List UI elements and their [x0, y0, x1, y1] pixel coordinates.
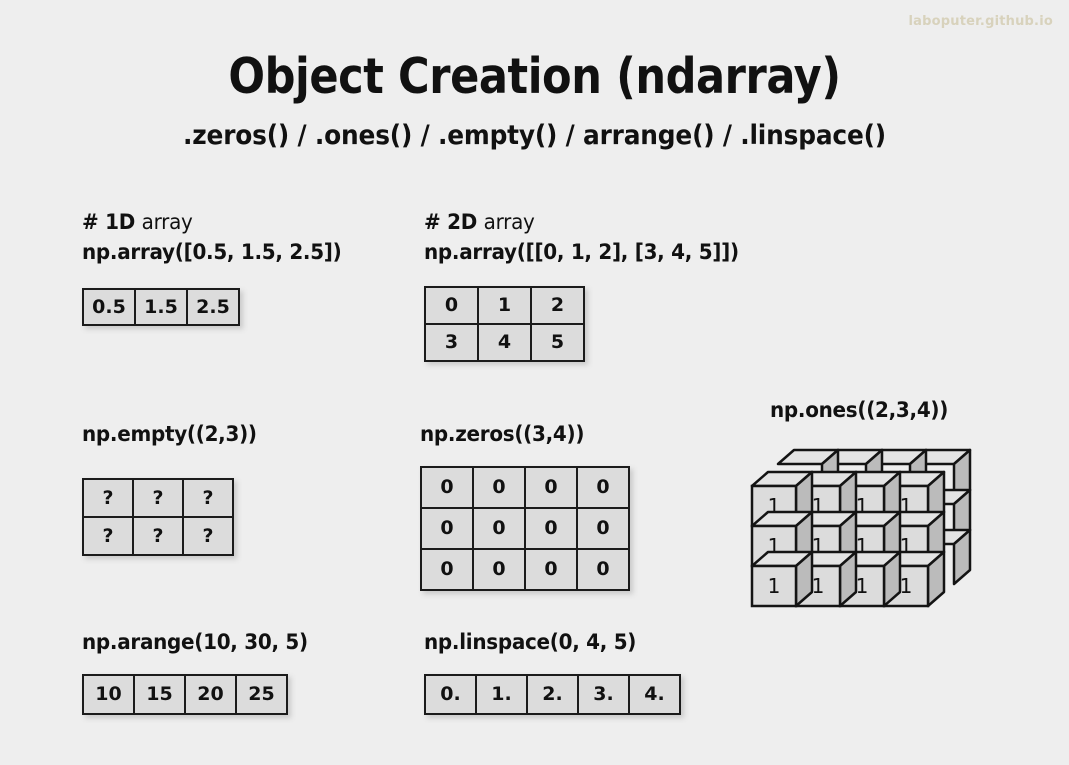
linspace-code: np.linspace(0, 4, 5): [424, 630, 637, 654]
section-ones: np.ones((2,3,4)): [770, 396, 957, 426]
cubelet-front-face: [750, 564, 798, 608]
grid-cell: 25: [235, 673, 288, 715]
grid-cell: 0: [424, 285, 479, 325]
grid-cell: 0: [420, 547, 474, 591]
grid-cell: 3.: [577, 673, 630, 715]
table-row: ???: [82, 515, 234, 556]
array-2d-comment-bold: # 2D: [424, 210, 477, 234]
linspace-grid: 0.1.2.3.4.: [424, 673, 681, 715]
cubelet-value: 1: [900, 574, 913, 598]
section-linspace: np.linspace(0, 4, 5) 0.1.2.3.4.: [424, 628, 681, 715]
grid-cell: ?: [132, 477, 184, 518]
page-subtitle: .zeros() / .ones() / .empty() / arrange(…: [183, 120, 886, 151]
grid-cell: 0: [420, 506, 474, 550]
array-1d-comment-bold: # 1D: [82, 210, 135, 234]
grid-cell: 1: [477, 285, 532, 325]
grid-cell: ?: [132, 515, 184, 556]
grid-cell: ?: [82, 515, 134, 556]
grid-cell: 0: [576, 547, 630, 591]
section-array-1d: # 1D array np.array([0.5, 1.5, 2.5]) 0.5…: [82, 208, 355, 326]
arange-code: np.arange(10, 30, 5): [82, 630, 308, 654]
array-2d-comment-light: array: [483, 210, 535, 234]
grid-cell: 5: [530, 322, 585, 362]
grid-cell: 0: [472, 506, 526, 550]
cubelet-value: 1: [768, 574, 781, 598]
cubelet: 1: [838, 550, 902, 608]
array-2d-code: np.array([[0, 1, 2], [3, 4, 5]]): [424, 239, 739, 264]
grid-cell: 1.: [475, 673, 528, 715]
grid-cell: ?: [182, 515, 234, 556]
page-title: Object Creation (ndarray): [228, 48, 841, 105]
grid-cell: 2.5: [186, 287, 240, 326]
watermark-label: laboputer.github.io: [908, 14, 1053, 29]
grid-cell: 0: [420, 465, 474, 509]
grid-cell: 0: [576, 506, 630, 550]
empty-code: np.empty((2,3)): [82, 422, 257, 446]
grid-cell: 2: [530, 285, 585, 325]
cubelet: 1: [750, 550, 814, 608]
array-2d-comment: # 2D array: [424, 208, 739, 238]
cubelet-right-face: [952, 528, 972, 586]
grid-cell: 2.: [526, 673, 579, 715]
grid-cell: 10: [82, 673, 135, 715]
empty-grid: ??????: [82, 477, 234, 556]
grid-cell: 0: [524, 465, 578, 509]
grid-cell: 3: [424, 322, 479, 362]
cubelet-value: 1: [812, 574, 825, 598]
table-row: ???: [82, 477, 234, 518]
ones-code: np.ones((2,3,4)): [770, 398, 949, 422]
table-row: 0.1.2.3.4.: [424, 673, 681, 715]
grid-cell: 0: [472, 465, 526, 509]
grid-cell: 15: [133, 673, 186, 715]
grid-cell: 0.5: [82, 287, 136, 326]
grid-cell: 20: [184, 673, 237, 715]
grid-cell: 4.: [628, 673, 681, 715]
array-1d-comment-light: array: [141, 210, 193, 234]
grid-cell: 0: [472, 547, 526, 591]
zeros-code: np.zeros((3,4)): [420, 422, 585, 446]
cubelet-value: 1: [856, 574, 869, 598]
grid-cell: 0: [524, 547, 578, 591]
grid-cell: 0.: [424, 673, 477, 715]
grid-cell: 4: [477, 322, 532, 362]
grid-cell: 1.5: [134, 287, 188, 326]
grid-cell: ?: [82, 477, 134, 518]
section-empty: np.empty((2,3)) ??????: [82, 420, 266, 556]
array-1d-comment: # 1D array: [82, 208, 341, 238]
section-array-2d: # 2D array np.array([[0, 1, 2], [3, 4, 5…: [424, 208, 755, 362]
grid-cell: 0: [524, 506, 578, 550]
grid-cell: ?: [182, 477, 234, 518]
grid-cell: 0: [576, 465, 630, 509]
array-1d-code: np.array([0.5, 1.5, 2.5]): [82, 239, 342, 264]
